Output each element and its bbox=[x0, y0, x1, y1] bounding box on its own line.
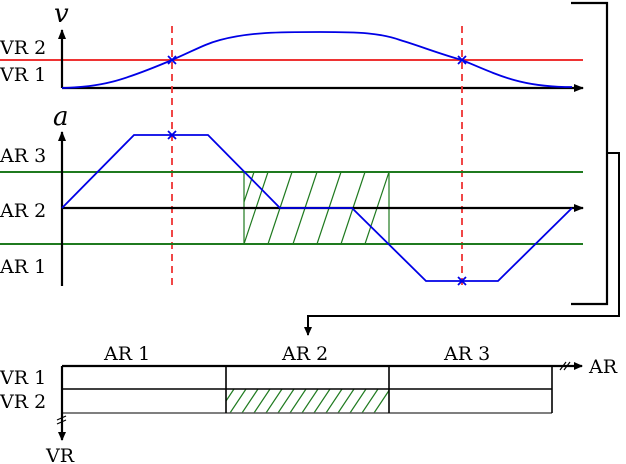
velocity-axis-label: v bbox=[54, 0, 69, 29]
connector-arrow bbox=[304, 152, 620, 336]
tick-label-vr1: VR 1 bbox=[0, 64, 46, 86]
plot-bracket bbox=[571, 1, 609, 306]
hatched-cell-vr2-ar2 bbox=[226, 389, 389, 413]
region-table: AR 1 AR 2 AR 3 VR 1 VR 2 bbox=[0, 343, 618, 464]
tick-label-ar2: AR 2 bbox=[0, 200, 46, 222]
column-header-ar3: AR 3 bbox=[443, 343, 490, 365]
table-ar-axis-label: AR bbox=[588, 356, 618, 378]
row-header-vr1: VR 1 bbox=[0, 367, 46, 389]
ar-axis-break-icon bbox=[559, 361, 571, 371]
acceleration-max-marker bbox=[167, 130, 177, 140]
row-header-vr2: VR 2 bbox=[0, 391, 46, 413]
acceleration-axis-label: a bbox=[53, 102, 69, 132]
tick-label-ar3: AR 3 bbox=[0, 145, 46, 167]
column-header-ar1: AR 1 bbox=[103, 343, 150, 365]
velocity-plot: v VR 2 VR 1 bbox=[0, 0, 584, 92]
vr-axis-break-icon bbox=[56, 415, 67, 425]
table-vr-axis-label: VR bbox=[45, 445, 75, 464]
tick-label-vr2: VR 2 bbox=[0, 37, 46, 59]
column-header-ar2: AR 2 bbox=[281, 343, 328, 365]
tick-label-ar1: AR 1 bbox=[0, 256, 46, 278]
acceleration-min-marker bbox=[457, 276, 467, 286]
velocity-crossing-marker-2 bbox=[457, 55, 467, 65]
acceleration-plot: a AR 3 AR 2 AR 1 bbox=[0, 102, 584, 286]
bracket-connector bbox=[304, 1, 620, 336]
table-grid bbox=[62, 366, 553, 414]
velocity-crossing-marker-1 bbox=[167, 55, 177, 65]
acceleration-curve bbox=[61, 134, 573, 282]
